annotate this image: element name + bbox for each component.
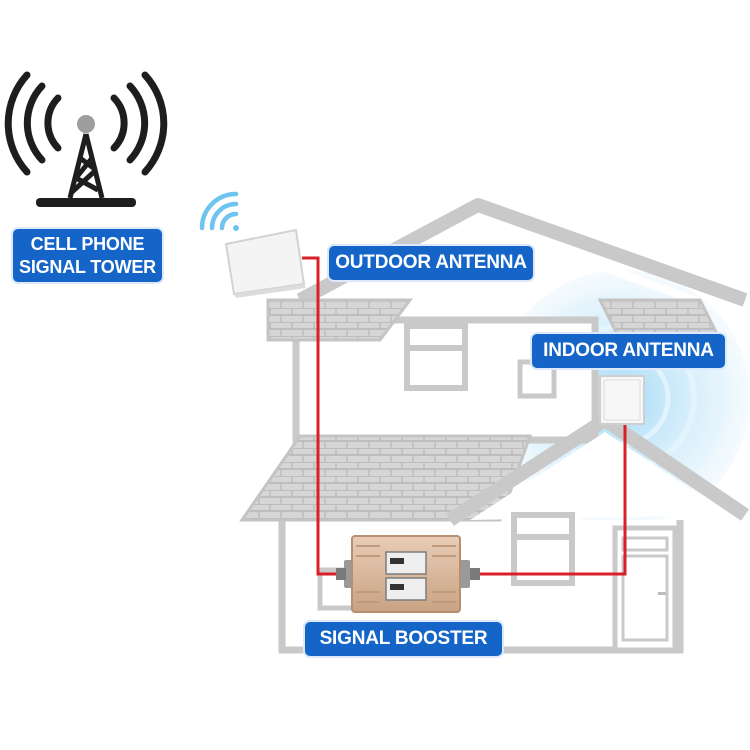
indoor-antenna-label: INDOOR ANTENNA [532, 334, 725, 368]
cell-tower-label-line2: SIGNAL TOWER [19, 256, 156, 277]
cell-tower-icon [4, 71, 168, 207]
outdoor-antenna-label: OUTDOOR ANTENNA [329, 246, 533, 280]
house-illustration [239, 198, 749, 654]
cell-tower-label: CELL PHONE SIGNAL TOWER [13, 229, 162, 282]
coax-cables [302, 256, 627, 576]
signal-booster-label: SIGNAL BOOSTER [305, 622, 502, 656]
outdoor-antenna-icon [224, 228, 306, 298]
indoor-antenna-icon [599, 375, 645, 425]
signal-booster-icon [336, 535, 480, 613]
wifi-signal-icon [199, 191, 239, 231]
cell-tower-label-line1: CELL PHONE [30, 233, 145, 254]
